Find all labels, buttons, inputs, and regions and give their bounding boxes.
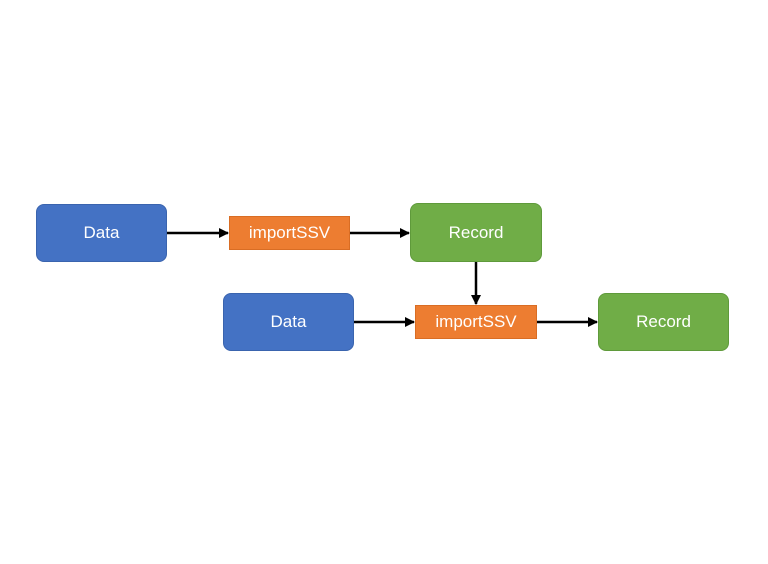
data-node-1: Data: [36, 204, 167, 262]
importssv-node-2: importSSV: [415, 305, 537, 339]
data-node-1-label: Data: [83, 223, 120, 242]
record-node-2-label: Record: [636, 312, 691, 331]
importssv-node-2-label: importSSV: [435, 312, 517, 331]
record-node-1-label: Record: [448, 222, 504, 242]
record-node-1: Record: [410, 203, 542, 262]
record-node-2: Record: [598, 293, 729, 351]
importssv-node-1: importSSV: [229, 216, 350, 250]
data-node-2: Data: [223, 293, 354, 351]
importssv-node-1-label: importSSV: [248, 223, 331, 242]
data-node-2-label: Data: [270, 312, 307, 331]
